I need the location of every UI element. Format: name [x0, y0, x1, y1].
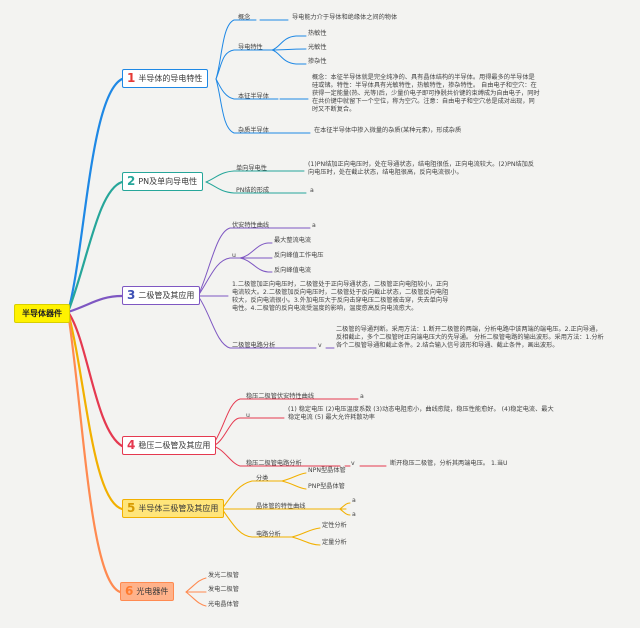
node-photo-sensitivity[interactable]: 光敏性 [308, 44, 327, 51]
node-transistor-curve-a2[interactable]: a [352, 511, 356, 518]
node-concept-desc[interactable]: 导电能力介于导体和绝缘体之间的物体 [292, 14, 398, 21]
node-unidirectional[interactable]: 单向导电性 [236, 165, 267, 172]
node-quantitative-analysis[interactable]: 定量分析 [322, 539, 347, 546]
node-zener-vi-curve[interactable]: 稳压二极管伏安特性曲线 [246, 393, 315, 400]
node-pnp-transistor[interactable]: PNP型晶体管 [308, 483, 345, 490]
node-npn-transistor[interactable]: NPN型晶体管 [308, 467, 346, 474]
node-diode-circuit-v[interactable]: v [318, 342, 322, 349]
node-led[interactable]: 发光二极管 [208, 572, 239, 579]
node-zener-vi-value[interactable]: a [360, 393, 364, 400]
node-diode-characteristics[interactable]: 1.二极管加正向电压时，二极管处于正向导通状态，二极管正向电阻较小，正向电流较大… [232, 281, 449, 312]
topic-label: 半导体的导电特性 [138, 74, 203, 83]
node-diode-circuit-analysis[interactable]: 二极管电路分析 [232, 342, 276, 349]
node-intrinsic-desc[interactable]: 概念：本征半导体就是完全纯净的、具有晶体结构的半导体。用得最多的半导体是硅或锗。… [312, 74, 540, 113]
node-reverse-peak-voltage[interactable]: 反向峰值工作电压 [274, 252, 324, 259]
node-transistor-classification[interactable]: 分类 [256, 475, 269, 482]
node-unidirectional-desc[interactable]: (1)PN结加正向电压时，处在导通状态，结电阻很低，正向电流较大。(2)PN结加… [308, 161, 535, 176]
node-qualitative-analysis[interactable]: 定性分析 [322, 522, 347, 529]
node-vi-curve-value[interactable]: a [312, 222, 316, 229]
topic-number: 6 [125, 584, 134, 598]
topic-label: 半导体三极管及其应用 [138, 504, 219, 513]
node-phototransistor[interactable]: 光电晶体管 [208, 601, 239, 608]
node-doping[interactable]: 掺杂性 [308, 58, 327, 65]
topic-label: 光电器件 [136, 587, 169, 596]
node-zener-circuit-analysis[interactable]: 稳压二极管电路分析 [246, 460, 302, 467]
topic-number: 3 [127, 288, 136, 302]
branch-line-4 [66, 310, 124, 448]
node-thermal-sensitivity[interactable]: 热敏性 [308, 30, 327, 37]
topic-label: 二极管及其应用 [138, 291, 195, 300]
topic-number: 1 [127, 71, 136, 85]
branch-line-1 [66, 77, 124, 314]
topic-number: 5 [127, 501, 136, 515]
node-impurity[interactable]: 杂质半导体 [238, 127, 269, 134]
branch-line-6 [66, 310, 122, 594]
node-transistor-curve-a1[interactable]: a [352, 497, 356, 504]
root-node[interactable]: 半导体器件 [14, 304, 70, 323]
node-transistor-circuit[interactable]: 电路分析 [256, 531, 281, 538]
node-photodiode[interactable]: 发电二极管 [208, 586, 239, 593]
node-concept[interactable]: 概念 [238, 14, 251, 21]
node-diode-circuit-desc[interactable]: 二极管的导通判断。采用方法：1.断开二极管的两端，分析电路中该两端的端电压。2.… [336, 326, 604, 349]
node-reverse-peak-current[interactable]: 反向峰值电流 [274, 267, 312, 274]
topic-number: 2 [127, 174, 136, 188]
node-intrinsic[interactable]: 本征半导体 [238, 93, 269, 100]
node-diode-params[interactable]: u [232, 252, 236, 259]
topic-number: 4 [127, 438, 136, 452]
node-conductive-properties[interactable]: 导电特性 [238, 44, 263, 51]
node-impurity-desc[interactable]: 在本征半导体中掺入微量的杂质(某种元素)，形成杂质 [314, 127, 462, 134]
node-zener-params-u[interactable]: u [246, 412, 250, 419]
node-zener-circuit-desc[interactable]: 断开稳压二极管，分析其两端电压。 1.当U [390, 460, 508, 467]
branch-line-2 [66, 180, 124, 314]
node-max-rectified-current[interactable]: 最大整流电流 [274, 237, 312, 244]
node-transistor-curve[interactable]: 晶体管的特性曲线 [256, 503, 306, 510]
branch-line-3 [66, 294, 124, 314]
node-zener-circuit-v[interactable]: v [351, 460, 355, 467]
topic-label: PN及单向导电性 [138, 177, 198, 186]
node-pn-formation-value[interactable]: a [310, 187, 314, 194]
topic-label: 稳压二极管及其应用 [138, 441, 211, 450]
node-pn-formation[interactable]: PN结的形成 [236, 187, 270, 194]
node-vi-curve[interactable]: 伏安特性曲线 [232, 222, 270, 229]
node-zener-params[interactable]: (1) 稳定电压 (2)电压温度系数 (3)动态电阻愈小，曲线愈陡，稳压性能愈好… [288, 406, 554, 421]
branch-line-5 [66, 310, 124, 511]
